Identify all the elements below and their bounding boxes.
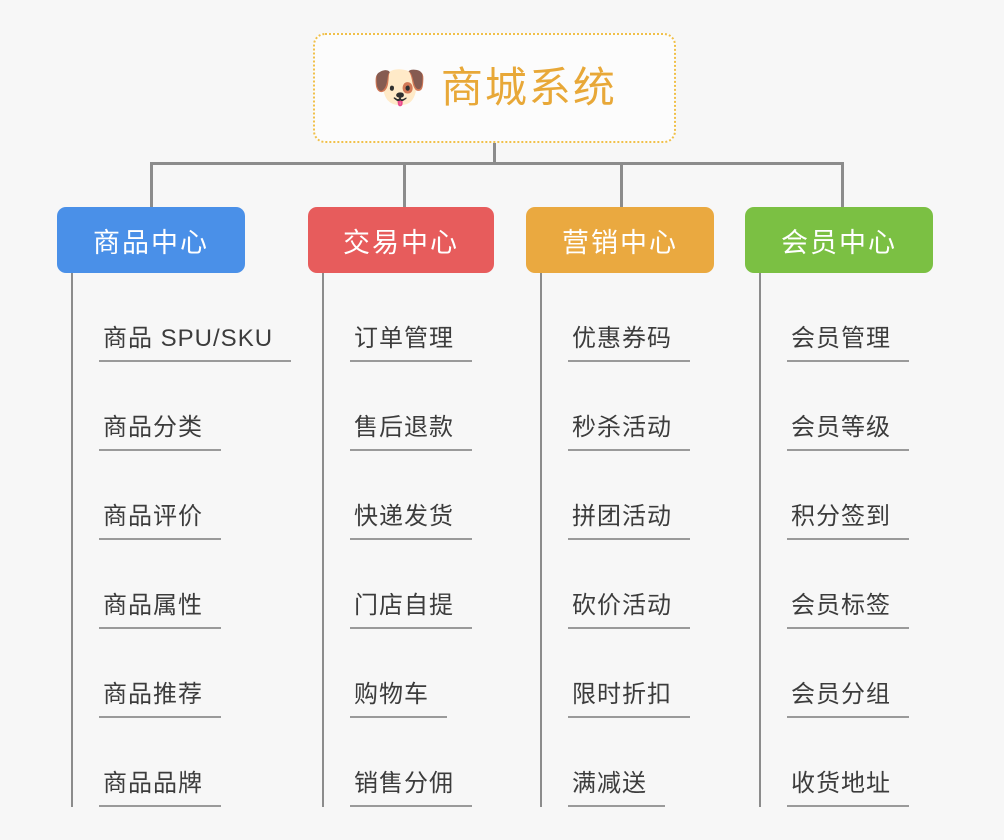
list-item[interactable]: 秒杀活动 (542, 362, 756, 451)
leaf-label: 购物车 (350, 681, 447, 718)
connector-drop-1 (150, 162, 153, 207)
leaf-label: 收货地址 (787, 770, 909, 807)
list-item[interactable]: 商品分类 (73, 362, 287, 451)
leaf-label: 门店自提 (350, 592, 472, 629)
list-item[interactable]: 商品评价 (73, 451, 287, 540)
leaf-label: 积分签到 (787, 503, 909, 540)
list-item[interactable]: 会员等级 (761, 362, 975, 451)
list-item[interactable]: 限时折扣 (542, 629, 756, 718)
leaf-label: 会员标签 (787, 592, 909, 629)
list-item[interactable]: 满减送 (542, 718, 756, 807)
branch-header-marketing-center[interactable]: 营销中心 (526, 207, 714, 273)
leaf-list-member-center: 会员管理 会员等级 积分签到 会员标签 会员分组 收货地址 (759, 273, 975, 807)
leaf-label: 会员管理 (787, 325, 909, 362)
list-item[interactable]: 拼团活动 (542, 451, 756, 540)
list-item[interactable]: 商品品牌 (73, 718, 287, 807)
connector-horizontal-bus (150, 162, 844, 165)
leaf-label: 拼团活动 (568, 503, 690, 540)
leaf-list-product-center: 商品 SPU/SKU 商品分类 商品评价 商品属性 商品推荐 商品品牌 (71, 273, 292, 807)
leaf-label: 优惠券码 (568, 325, 690, 362)
branch-header-product-center[interactable]: 商品中心 (57, 207, 245, 273)
leaf-label: 限时折扣 (568, 681, 690, 718)
leaf-label: 砍价活动 (568, 592, 690, 629)
leaf-label: 商品分类 (99, 414, 221, 451)
connector-drop-2 (403, 162, 406, 207)
leaf-label: 满减送 (568, 770, 665, 807)
leaf-label: 秒杀活动 (568, 414, 690, 451)
leaf-label: 商品品牌 (99, 770, 221, 807)
list-item[interactable]: 门店自提 (324, 540, 538, 629)
list-item[interactable]: 商品属性 (73, 540, 287, 629)
leaf-label: 售后退款 (350, 414, 472, 451)
list-item[interactable]: 售后退款 (324, 362, 538, 451)
list-item[interactable]: 收货地址 (761, 718, 975, 807)
list-item[interactable]: 商品 SPU/SKU (73, 273, 292, 362)
list-item[interactable]: 优惠券码 (542, 273, 756, 362)
leaf-label: 订单管理 (350, 325, 472, 362)
root-title: 商城系统 (440, 64, 617, 111)
branch-product-center: 商品中心 商品 SPU/SKU 商品分类 商品评价 商品属性 商品推荐 商品品牌 (57, 207, 292, 807)
branch-trade-center: 交易中心 订单管理 售后退款 快递发货 门店自提 购物车 销售分佣 (308, 207, 538, 807)
leaf-label: 快递发货 (350, 503, 472, 540)
branch-member-center: 会员中心 会员管理 会员等级 积分签到 会员标签 会员分组 收货地址 (745, 207, 975, 807)
list-item[interactable]: 积分签到 (761, 451, 975, 540)
leaf-label: 会员分组 (787, 681, 909, 718)
list-item[interactable]: 砍价活动 (542, 540, 756, 629)
list-item[interactable]: 会员标签 (761, 540, 975, 629)
list-item[interactable]: 商品推荐 (73, 629, 287, 718)
connector-drop-4 (841, 162, 844, 207)
leaf-label: 商品属性 (99, 592, 221, 629)
branch-header-trade-center[interactable]: 交易中心 (308, 207, 494, 273)
list-item[interactable]: 销售分佣 (324, 718, 538, 807)
leaf-list-marketing-center: 优惠券码 秒杀活动 拼团活动 砍价活动 限时折扣 满减送 (540, 273, 756, 807)
dog-face-icon: 🐶 (372, 63, 427, 112)
branch-header-member-center[interactable]: 会员中心 (745, 207, 933, 273)
branch-marketing-center: 营销中心 优惠券码 秒杀活动 拼团活动 砍价活动 限时折扣 满减送 (526, 207, 756, 807)
list-item[interactable]: 会员管理 (761, 273, 975, 362)
leaf-label: 会员等级 (787, 414, 909, 451)
list-item[interactable]: 订单管理 (324, 273, 538, 362)
connector-drop-3 (620, 162, 623, 207)
root-node[interactable]: 🐶 商城系统 (313, 33, 676, 143)
list-item[interactable]: 会员分组 (761, 629, 975, 718)
leaf-label: 商品推荐 (99, 681, 221, 718)
leaf-label: 商品评价 (99, 503, 221, 540)
leaf-label: 商品 SPU/SKU (99, 325, 292, 362)
connector-root-stem (493, 143, 496, 164)
leaf-label: 销售分佣 (350, 770, 472, 807)
list-item[interactable]: 快递发货 (324, 451, 538, 540)
list-item[interactable]: 购物车 (324, 629, 538, 718)
leaf-list-trade-center: 订单管理 售后退款 快递发货 门店自提 购物车 销售分佣 (322, 273, 538, 807)
